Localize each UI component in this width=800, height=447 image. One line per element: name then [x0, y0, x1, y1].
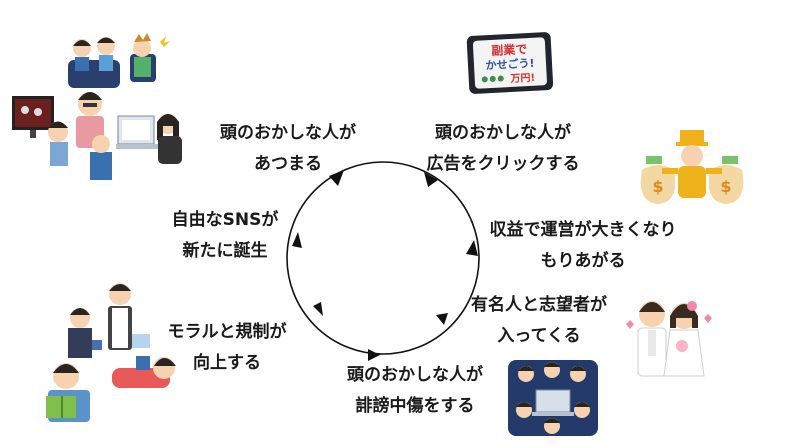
- arrow-1: [329, 170, 344, 186]
- ad-sign-illustration: 副業で かせごう! 万円!: [466, 32, 554, 94]
- ad-sign-line2: かせごう!: [485, 56, 535, 73]
- step-label-slander: 頭のおかしな人が誹謗中傷をする: [347, 365, 483, 416]
- svg-text:$: $: [652, 177, 663, 196]
- money-bag-right: $: [708, 165, 744, 204]
- step-label-gather: 頭のおかしな人があつまる: [220, 123, 356, 174]
- group-laptop-illustration: [508, 360, 598, 436]
- step-label-click-ads: 頭のおかしな人が広告をクリックする: [426, 123, 580, 174]
- woman-laptop: [116, 114, 182, 164]
- couple-illustration: [626, 301, 712, 377]
- arrow-2: [424, 172, 438, 187]
- ad-sign-line1: 副業で: [491, 41, 528, 58]
- svg-text:$: $: [720, 177, 731, 196]
- arrow-4: [436, 313, 448, 325]
- money-bag-left: $: [640, 165, 676, 204]
- people-sofa-group: [68, 33, 170, 88]
- readers-illustration: [46, 283, 176, 422]
- lying-girl-reading: [112, 356, 176, 388]
- arrow-3: [466, 240, 478, 256]
- man-in-suit: [68, 308, 102, 358]
- rich-man: [646, 130, 738, 198]
- ad-sign-line3: 万円!: [509, 72, 535, 85]
- step-label-celebrities-join: 有名人と志望者が入ってくる: [471, 295, 607, 346]
- cycle-arrows: [292, 170, 478, 361]
- seated-man: [48, 121, 112, 180]
- step-label-morals-regulation: モラルと規制が向上する: [167, 322, 287, 373]
- rich-man-illustration: $ $: [640, 130, 744, 204]
- boy-reading-book: [46, 363, 90, 422]
- crowd-computers-illustration: [12, 33, 182, 180]
- arrow-6: [313, 302, 323, 316]
- bride: [663, 301, 705, 377]
- step-label-new-sns: 自由なSNSが新たに誕生: [171, 210, 279, 261]
- standing-man-with-bag: [108, 283, 150, 350]
- arrow-5: [368, 349, 380, 361]
- arrow-7: [292, 232, 302, 248]
- groom: [637, 301, 667, 377]
- step-label-revenue-grow: 収益で運営が大きくなりもりあがる: [489, 220, 677, 271]
- tv-monitor: [12, 96, 54, 138]
